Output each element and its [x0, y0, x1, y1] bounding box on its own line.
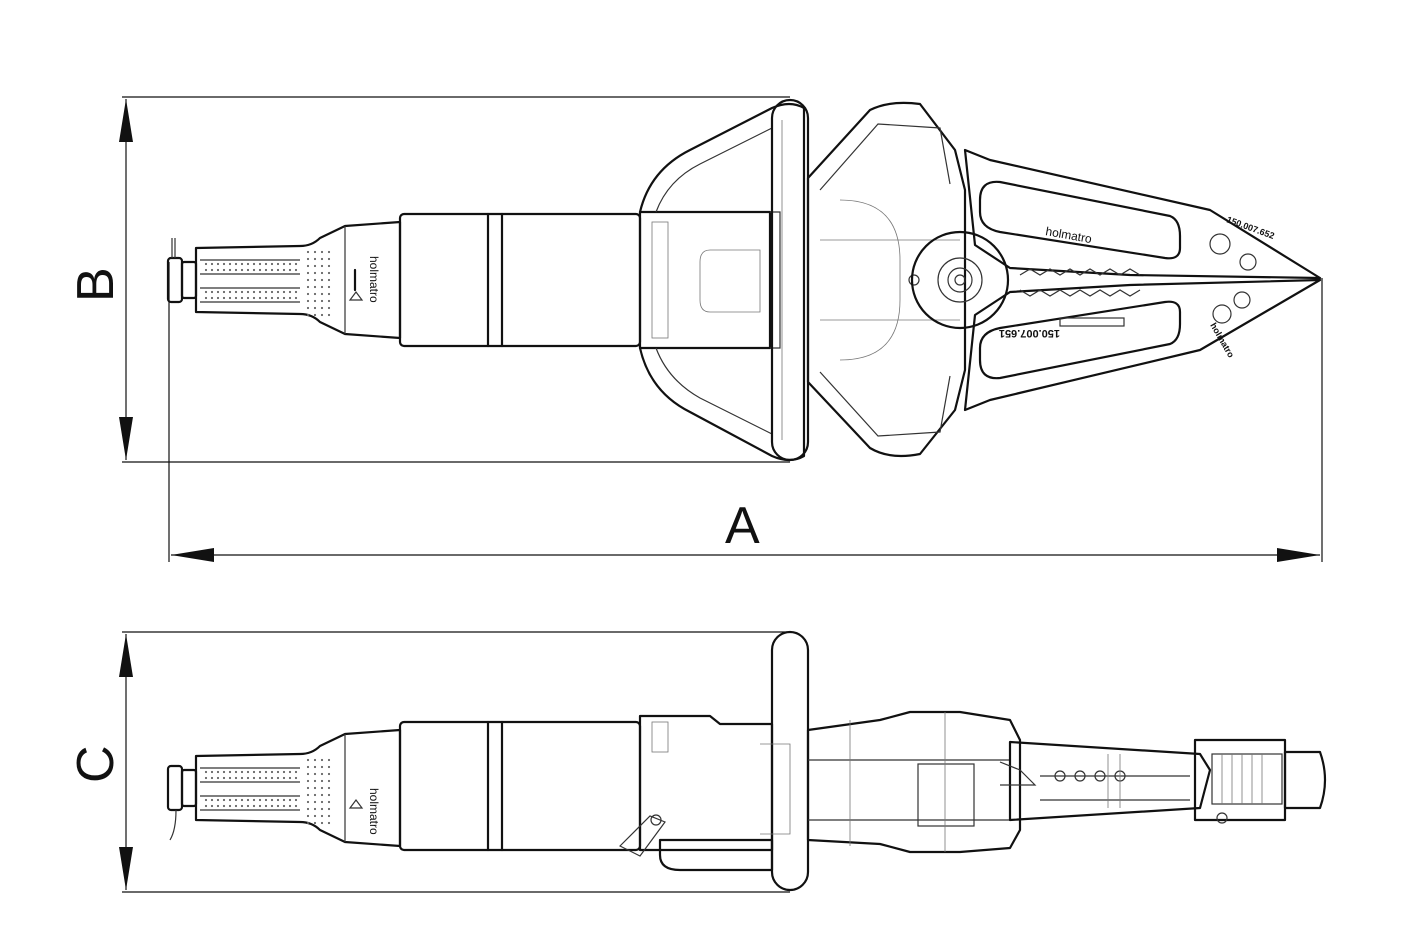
knurl-pattern	[204, 250, 331, 317]
dimension-c-arrow-top	[119, 634, 133, 677]
side-housing	[618, 714, 774, 857]
side-view: C holmatro	[67, 630, 1327, 893]
side-jaw-body	[806, 710, 1022, 854]
top-jaw-body	[806, 101, 967, 458]
top-pivot	[910, 230, 1010, 330]
side-carrying-handle	[658, 630, 810, 892]
side-tip-assembly	[1193, 738, 1327, 824]
side-knurled-grip: holmatro	[194, 728, 402, 848]
side-blades	[999, 740, 1212, 822]
dimension-b-arrow-bottom	[119, 417, 133, 460]
top-view: B A holmatro	[67, 96, 1323, 562]
knurl-pattern	[204, 758, 331, 825]
dimension-c-arrow-bottom	[119, 847, 133, 890]
top-housing	[638, 210, 781, 350]
dimension-a-label: A	[725, 497, 760, 555]
dimension-b-label: B	[67, 267, 125, 302]
dimension-a-arrow-right	[1277, 548, 1320, 562]
top-upper-blade: holmatro 150.007.652	[963, 148, 1322, 280]
part-number-upper-tip: 150.007.652	[1225, 214, 1275, 241]
brand-handle-top: holmatro	[367, 256, 381, 303]
top-teeth	[1019, 268, 1141, 297]
dimension-c-label: C	[67, 745, 125, 783]
dimension-b-arrow-top	[119, 99, 133, 142]
side-coupler	[166, 764, 198, 841]
dimension-a-arrow-left	[171, 548, 214, 562]
part-number-lower-jaw: 150.007.651	[999, 327, 1060, 339]
side-cylinder	[398, 720, 642, 852]
brand-handle-side: holmatro	[367, 788, 381, 835]
top-lower-blade: 150.007.651 holmatro	[963, 278, 1322, 412]
top-carrying-handle	[638, 98, 810, 462]
brand-tip: holmatro	[1208, 321, 1236, 360]
top-coupler	[166, 238, 198, 304]
top-control-markings: holmatro	[348, 256, 381, 303]
top-cylinder	[398, 212, 642, 348]
